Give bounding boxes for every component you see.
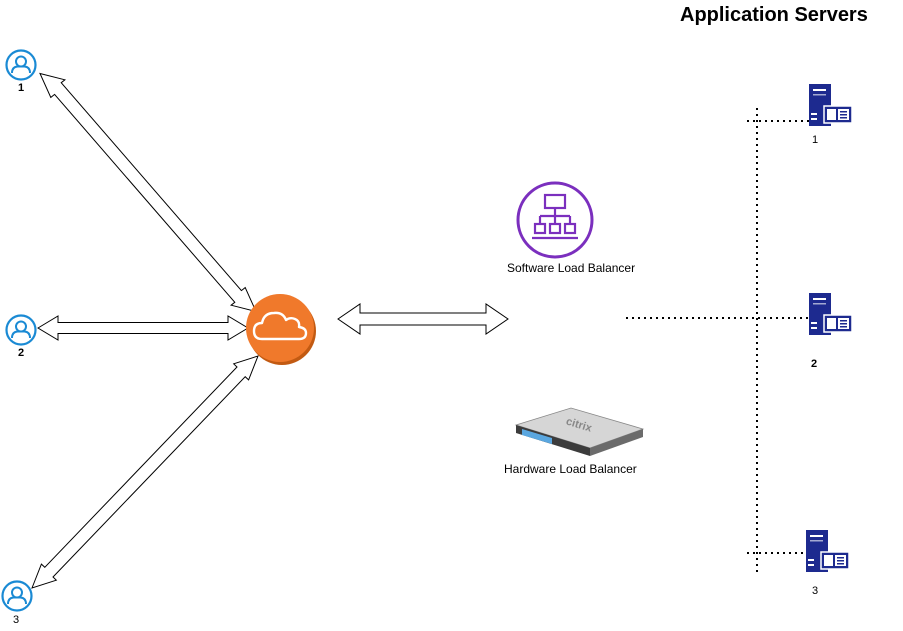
hardware-lb-label: Hardware Load Balancer xyxy=(504,462,637,476)
arrow-cloud-lb xyxy=(337,303,509,335)
arrow-user2-cloud xyxy=(37,315,249,341)
software-lb-label: Software Load Balancer xyxy=(507,261,636,275)
user-label: 1 xyxy=(18,82,25,94)
user-icon xyxy=(1,580,33,612)
rack-appliance-icon: citrix xyxy=(514,407,645,456)
server-tower-icon xyxy=(808,292,853,336)
arrow-user3-cloud xyxy=(31,355,259,589)
network-tree-icon xyxy=(516,181,594,259)
server-tower-icon xyxy=(808,83,853,127)
server-tower-icon xyxy=(805,529,850,573)
page-title: Application Servers xyxy=(680,4,868,26)
arrow-user1-cloud xyxy=(39,72,257,313)
server-label: 1 xyxy=(812,134,819,146)
server-label: 2 xyxy=(811,358,818,370)
user-label: 3 xyxy=(13,614,20,626)
user-label: 2 xyxy=(18,347,25,359)
cloud-icon xyxy=(246,294,316,365)
server-label: 3 xyxy=(812,585,819,597)
user-icon xyxy=(5,49,37,81)
user-icon xyxy=(5,314,37,346)
